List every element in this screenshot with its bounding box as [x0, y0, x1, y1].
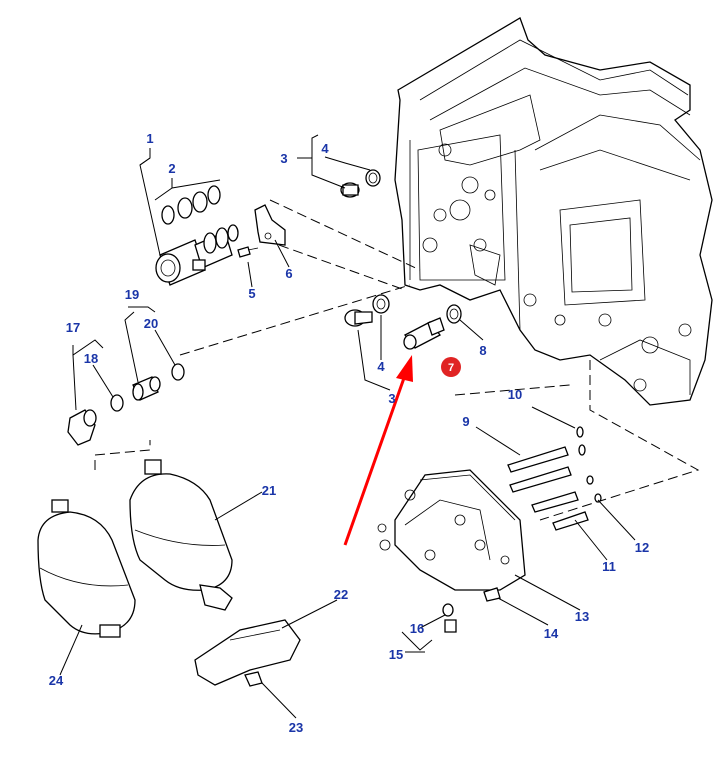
- washer-18: [110, 394, 124, 412]
- washer-8: [446, 304, 462, 324]
- part-number-labels: 1 2 3 4 5 6 3 4 8 9 10 11 12 13 14 15 16…: [49, 131, 649, 735]
- label-part-4-lower: 4: [377, 359, 385, 374]
- label-part-24: 24: [49, 673, 64, 688]
- o-rings-10-12: [576, 426, 602, 503]
- accumulator-21: [129, 459, 233, 611]
- transmission-housing: [394, 17, 713, 406]
- callout-badge-7[interactable]: 7: [441, 357, 461, 377]
- plug-15-16: [442, 603, 457, 633]
- label-part-9: 9: [462, 414, 469, 429]
- fitting-7: [403, 317, 445, 350]
- label-part-18: 18: [84, 351, 98, 366]
- label-part-14: 14: [544, 626, 559, 641]
- label-part-12: 12: [635, 540, 649, 555]
- assembly-lines: [94, 199, 700, 521]
- label-part-2: 2: [168, 161, 175, 176]
- bolt-23: [244, 671, 263, 687]
- highlight-arrow: [343, 355, 413, 546]
- accumulator-24: [37, 499, 136, 638]
- o-ring-20: [171, 363, 185, 381]
- valve-block-13: [377, 469, 526, 591]
- o-rings-set: [161, 185, 221, 225]
- label-part-22: 22: [334, 587, 348, 602]
- elbow-fitting-17: [67, 409, 97, 446]
- leader-lines: [59, 134, 636, 719]
- callout-label: 7: [448, 362, 454, 374]
- label-part-23: 23: [289, 720, 303, 735]
- plug-3-lower: [344, 294, 390, 327]
- label-part-21: 21: [262, 483, 276, 498]
- label-part-11: 11: [602, 559, 616, 574]
- pins-9-11: [507, 446, 589, 531]
- label-part-8: 8: [479, 343, 486, 358]
- label-part-3-lower: 3: [388, 391, 395, 406]
- label-part-16: 16: [410, 621, 424, 636]
- label-part-4-top: 4: [321, 141, 329, 156]
- label-part-3-top: 3: [280, 151, 287, 166]
- label-part-10: 10: [508, 387, 522, 402]
- label-part-6: 6: [285, 266, 292, 281]
- bolt-14: [483, 587, 501, 602]
- label-part-15: 15: [389, 647, 403, 662]
- bracket-6: [254, 204, 286, 246]
- solenoid-valve: [155, 224, 239, 286]
- label-part-5: 5: [248, 286, 255, 301]
- adapter-19: [132, 376, 161, 401]
- plug-3-top: [340, 169, 381, 198]
- label-part-17: 17: [66, 320, 80, 335]
- label-part-1: 1: [146, 131, 153, 146]
- label-part-13: 13: [575, 609, 589, 624]
- bolt-5: [237, 246, 259, 258]
- label-part-19: 19: [125, 287, 139, 302]
- label-part-20: 20: [144, 316, 158, 331]
- bracket-22: [194, 619, 301, 686]
